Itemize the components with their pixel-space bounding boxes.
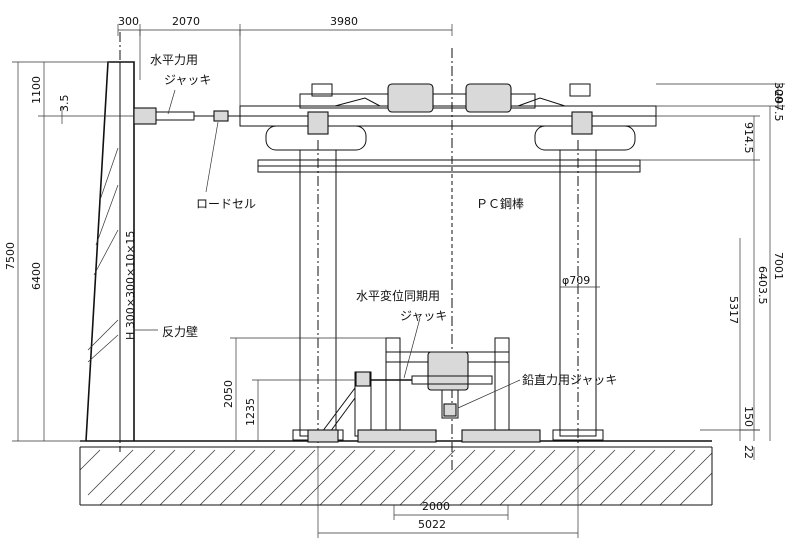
dim-left-1100: 1100 (30, 76, 43, 104)
cross-beam (257, 159, 641, 173)
load-cell-label: ロードセル (196, 197, 256, 211)
horizontal-jack-label-2: ジャッキ (164, 73, 211, 87)
lower-frame (307, 337, 541, 443)
dim-bottom-5022: 5022 (418, 518, 446, 531)
dim-left-3-5: 3.5 (58, 95, 71, 113)
dim-left-6400: 6400 (30, 262, 43, 290)
ground-hatch (79, 449, 713, 506)
loading-beam (239, 48, 657, 160)
dim-right-914-5: 914.5 (742, 122, 755, 154)
sync-jack-label-2: ジャッキ (400, 309, 447, 323)
dim-right-297-5: 297.5 (772, 90, 785, 122)
dim-bottom-2000: 2000 (422, 500, 450, 513)
gantry-columns (292, 140, 604, 446)
reaction-wall-label: 反力壁 (162, 324, 198, 339)
dim-top-300: 300 (118, 15, 139, 28)
dim-lower-1235: 1235 (244, 398, 257, 426)
dim-right-300: 300 (772, 82, 785, 103)
dim-lower-2050: 2050 (222, 380, 235, 408)
dim-right-7001: 7001 (772, 252, 785, 280)
dim-right-5317: 5317 (727, 296, 740, 324)
dimension-lines (12, 24, 785, 538)
annotations: 水平力用 ジャッキ ロードセル ＰＣ鋼棒 反力壁 H 300×300×10×15… (124, 53, 617, 387)
sync-jack-label-1: 水平変位同期用 (356, 288, 440, 303)
dimension-text: 300 2070 3980 1100 3.5 7500 6400 300 297… (4, 15, 785, 531)
horizontal-jack-label-1: 水平力用 (150, 53, 198, 67)
horizontal-jack-assembly (133, 107, 240, 125)
dim-top-3980: 3980 (330, 15, 358, 28)
dim-right-6403-5: 6403.5 (756, 266, 769, 305)
dim-right-150: 150 (742, 406, 755, 427)
ground (79, 440, 713, 506)
pc-bar-label: ＰＣ鋼棒 (476, 197, 524, 211)
dim-left-7500: 7500 (4, 242, 17, 270)
h-section-label: H 300×300×10×15 (124, 231, 137, 340)
column-dia-label: φ709 (562, 274, 590, 287)
wall-bracing (87, 147, 119, 363)
leader-lines (134, 89, 521, 409)
dim-right-22: 22 (742, 445, 755, 459)
dim-top-2070: 2070 (172, 15, 200, 28)
reaction-wall (85, 32, 135, 452)
vertical-jack-label: 鉛直力用ジャッキ (522, 373, 617, 387)
